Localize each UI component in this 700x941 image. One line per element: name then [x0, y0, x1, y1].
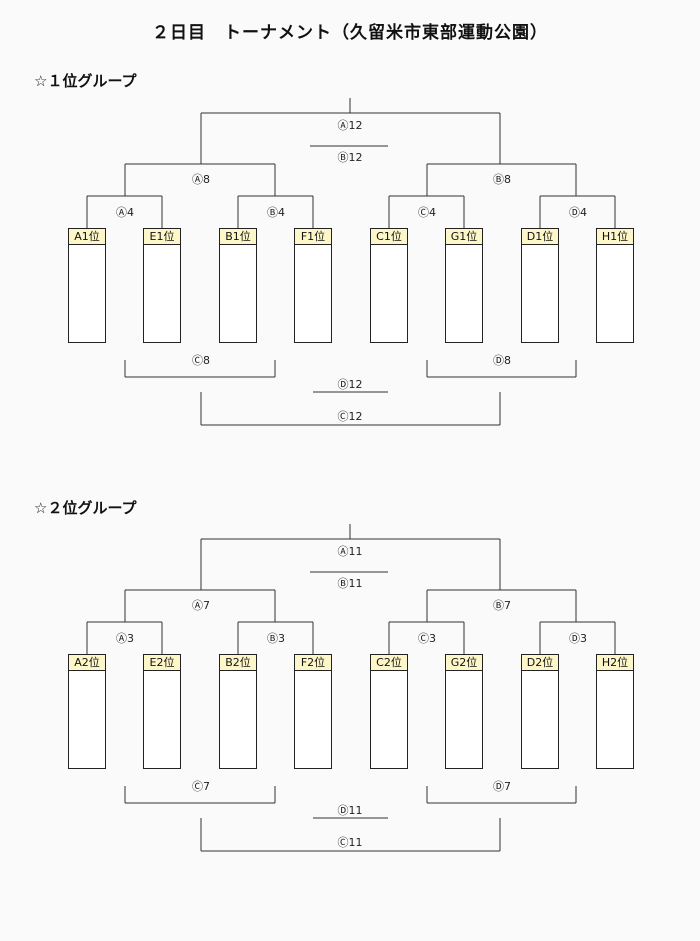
- match-final-label: Ⓐ11: [337, 545, 363, 558]
- match-qf1-label: Ⓐ3: [116, 632, 134, 645]
- team-label: E1位: [144, 229, 180, 245]
- team-label: H2位: [597, 655, 633, 671]
- match-qf2-label: Ⓑ3: [267, 632, 285, 645]
- team-slot[interactable]: E1位: [143, 228, 181, 343]
- team-label: C1位: [371, 229, 407, 245]
- match-semi-right-label: Ⓑ7: [493, 599, 511, 612]
- team-label: C2位: [371, 655, 407, 671]
- match-loser-final-label: Ⓒ12: [337, 410, 363, 423]
- team-label: D1位: [522, 229, 558, 245]
- page-title: ２日目 トーナメント（久留米市東部運動公園）: [152, 23, 548, 43]
- match-semi-right-label: Ⓑ8: [493, 173, 511, 186]
- match-loser-left-label: Ⓒ7: [192, 780, 210, 793]
- team-slot[interactable]: F1位: [294, 228, 332, 343]
- group-1-bracket: Ⓐ12 Ⓑ12 Ⓐ8 Ⓑ8 Ⓐ4 Ⓑ4 Ⓒ4 Ⓓ4 Ⓒ8 Ⓓ8 Ⓓ12 Ⓒ12 …: [0, 95, 700, 515]
- match-loser-third-label: Ⓓ11: [337, 804, 363, 817]
- team-slot[interactable]: B2位: [219, 654, 257, 769]
- team-slot[interactable]: D2位: [521, 654, 559, 769]
- match-qf3-label: Ⓒ3: [418, 632, 436, 645]
- team-slot[interactable]: A2位: [68, 654, 106, 769]
- match-final-label: Ⓐ12: [337, 119, 363, 132]
- team-label: F2位: [295, 655, 331, 671]
- match-qf4-label: Ⓓ3: [569, 632, 587, 645]
- team-label: B2位: [220, 655, 256, 671]
- match-loser-final-label: Ⓒ11: [337, 836, 363, 849]
- team-slot[interactable]: B1位: [219, 228, 257, 343]
- match-loser-third-label: Ⓓ12: [337, 378, 363, 391]
- team-label: G2位: [446, 655, 482, 671]
- team-label: B1位: [220, 229, 256, 245]
- match-loser-right-label: Ⓓ8: [493, 354, 511, 367]
- team-slot[interactable]: E2位: [143, 654, 181, 769]
- match-qf3-label: Ⓒ4: [418, 206, 436, 219]
- match-qf4-label: Ⓓ4: [569, 206, 587, 219]
- group-2-bracket-lines: [86, 524, 616, 852]
- team-label: H1位: [597, 229, 633, 245]
- team-label: A1位: [69, 229, 105, 245]
- group-2-heading: ☆２位グループ: [34, 499, 137, 517]
- match-qf2-label: Ⓑ4: [267, 206, 285, 219]
- match-loser-right-label: Ⓓ7: [493, 780, 511, 793]
- match-third-place-label: Ⓑ12: [337, 151, 363, 164]
- match-loser-left-label: Ⓒ8: [192, 354, 210, 367]
- team-label: G1位: [446, 229, 482, 245]
- match-qf1-label: Ⓐ4: [116, 206, 134, 219]
- team-slot[interactable]: H2位: [596, 654, 634, 769]
- match-semi-left-label: Ⓐ8: [192, 173, 210, 186]
- match-semi-left-label: Ⓐ7: [192, 599, 210, 612]
- match-third-place-label: Ⓑ11: [337, 577, 363, 590]
- team-slot[interactable]: C1位: [370, 228, 408, 343]
- team-slot[interactable]: H1位: [596, 228, 634, 343]
- team-slot[interactable]: C2位: [370, 654, 408, 769]
- team-slot[interactable]: G2位: [445, 654, 483, 769]
- team-slot[interactable]: F2位: [294, 654, 332, 769]
- team-slot[interactable]: A1位: [68, 228, 106, 343]
- team-label: A2位: [69, 655, 105, 671]
- team-slot[interactable]: G1位: [445, 228, 483, 343]
- team-label: F1位: [295, 229, 331, 245]
- team-slot[interactable]: D1位: [521, 228, 559, 343]
- team-label: D2位: [522, 655, 558, 671]
- group-1-bracket-lines: [86, 98, 616, 426]
- team-label: E2位: [144, 655, 180, 671]
- group-2-bracket: Ⓐ11 Ⓑ11 Ⓐ7 Ⓑ7 Ⓐ3 Ⓑ3 Ⓒ3 Ⓓ3 Ⓒ7 Ⓓ7 Ⓓ11 Ⓒ11 …: [0, 521, 700, 941]
- group-1-heading: ☆１位グループ: [34, 72, 137, 90]
